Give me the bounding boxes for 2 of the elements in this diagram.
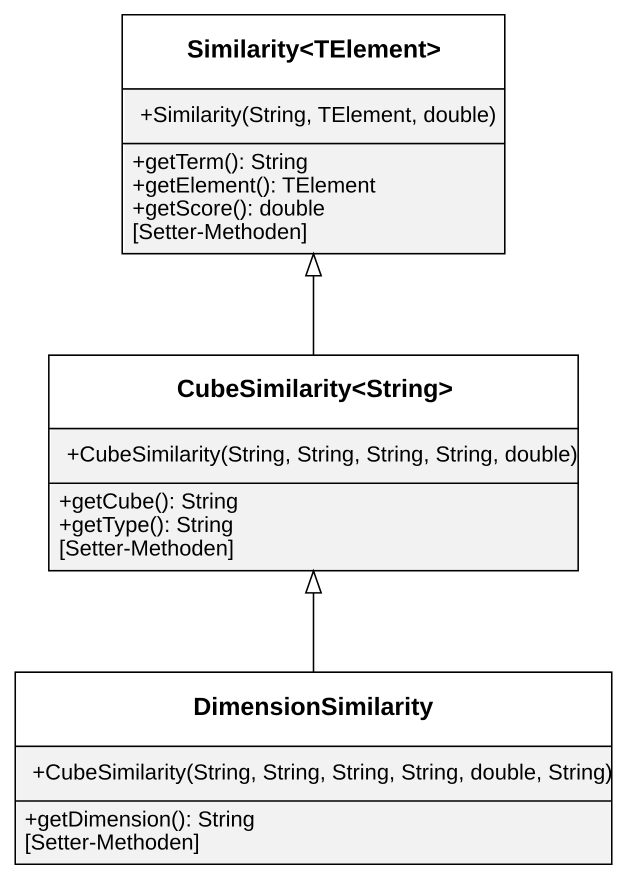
arrow <box>304 568 322 672</box>
arrow <box>304 252 322 355</box>
